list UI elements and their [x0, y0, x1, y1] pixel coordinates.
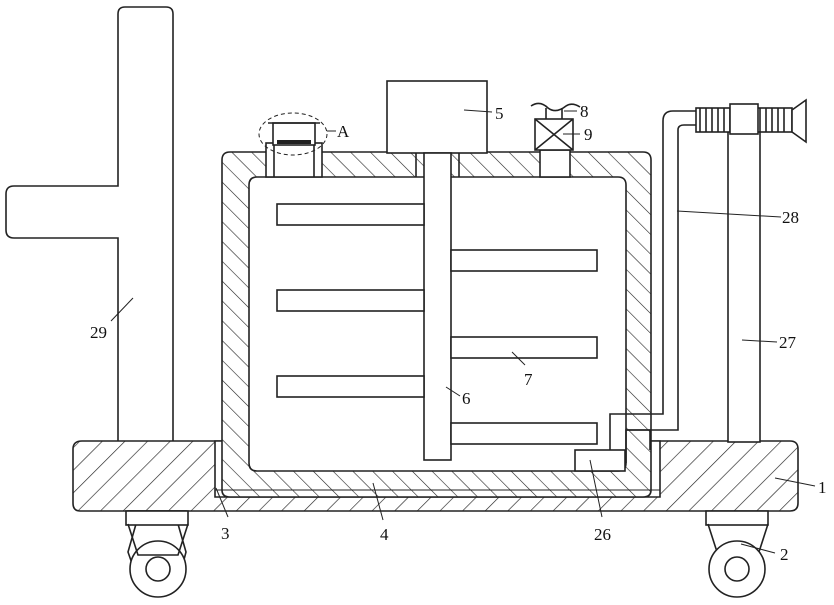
wheel-left: [126, 511, 188, 597]
label-27: 27: [779, 333, 797, 352]
label-A: A: [337, 122, 350, 141]
label-8: 8: [580, 102, 589, 121]
label-1: 1: [818, 478, 827, 497]
label-6: 6: [462, 389, 471, 408]
stirring-shaft: [424, 153, 451, 460]
push-handle: [6, 7, 173, 442]
label-29: 29: [90, 323, 107, 342]
label-9: 9: [584, 125, 593, 144]
pump-block: [575, 450, 625, 471]
label-5: 5: [495, 104, 504, 123]
label-4: 4: [380, 525, 389, 544]
label-7: 7: [524, 370, 533, 389]
wheel-right: [706, 511, 768, 597]
motor-box: [387, 81, 487, 153]
label-26: 26: [594, 525, 611, 544]
label-3: 3: [221, 524, 230, 543]
label-2: 2: [780, 545, 789, 564]
label-28: 28: [782, 208, 799, 227]
support-column: [728, 130, 760, 442]
